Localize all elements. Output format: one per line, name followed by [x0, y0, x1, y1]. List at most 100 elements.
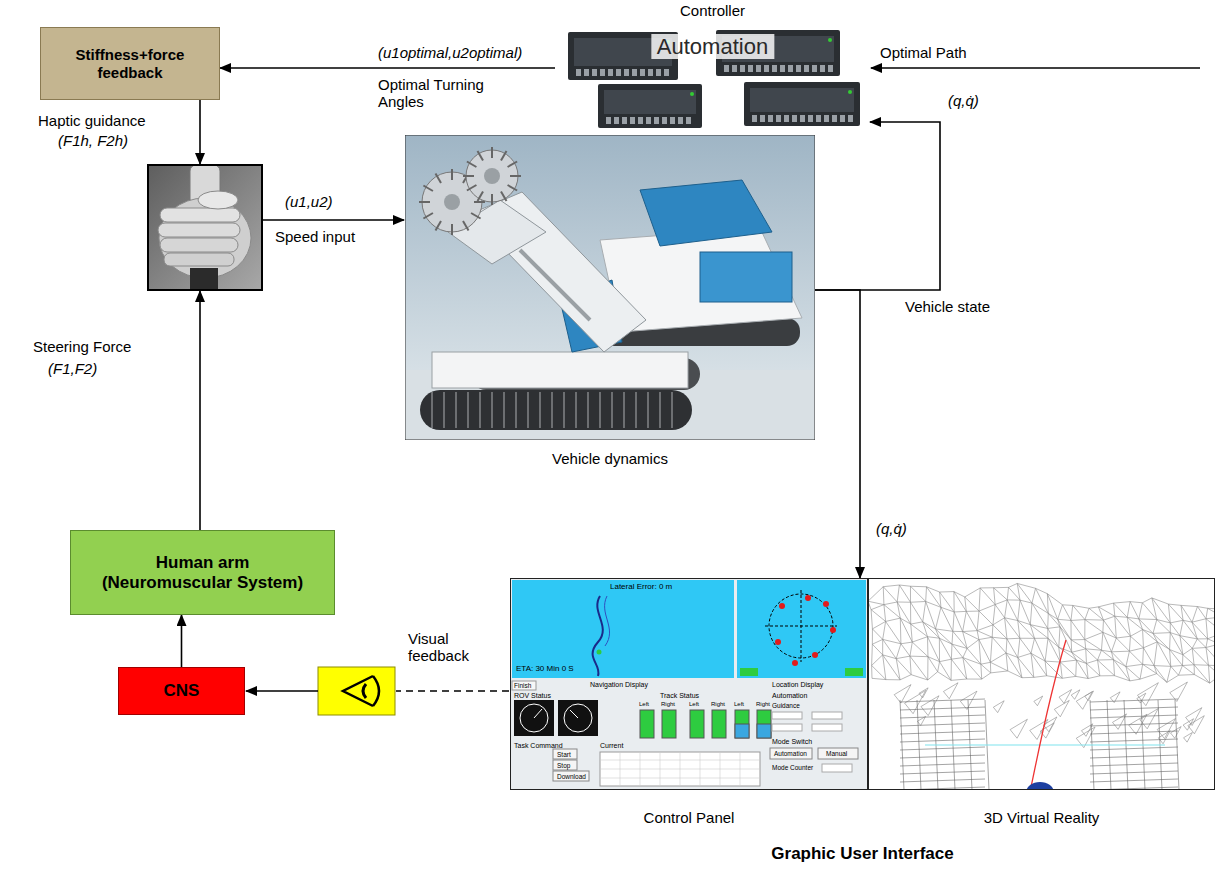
control-panel-screenshot-part: [845, 668, 863, 676]
plc-picture-part: [804, 65, 809, 72]
virtual-reality-screenshot-part-part: [980, 587, 993, 588]
control-panel-screenshot-part: [812, 724, 842, 731]
virtual-reality-screenshot-part-part: [940, 592, 941, 607]
virtual-reality-screenshot-part-part: [917, 716, 925, 725]
virtual-reality-screenshot-part-part: [965, 588, 980, 597]
virtual-reality-screenshot-part: [1030, 640, 1066, 790]
vehicle-picture-part-part: [478, 151, 484, 161]
joystick-picture: [148, 165, 262, 290]
eye-symbol-part: [373, 676, 379, 706]
plc-picture-part: [768, 115, 773, 122]
virtual-reality-screenshot-part-part: [981, 662, 991, 664]
virtual-reality-screenshot-part-part: [1076, 676, 1088, 678]
virtual-reality-screenshot-part-part: [1139, 603, 1143, 619]
virtual-reality-screenshot-part-part: [992, 637, 1007, 639]
virtual-reality-screenshot-part-part: [1018, 621, 1020, 639]
virtual-reality-screenshot-part-part: [1098, 659, 1114, 660]
virtual-reality-screenshot-part-part: [900, 618, 912, 642]
virtual-reality-screenshot-part-part: [1154, 666, 1157, 674]
virtual-reality-screenshot-part-part: [1171, 666, 1179, 675]
signal-name: (u1optimal,u2optimal): [378, 44, 522, 61]
control-panel-screenshot-part-part: [640, 710, 654, 738]
virtual-reality-screenshot-part-part: [1192, 648, 1194, 664]
virtual-reality-screenshot-part-part: [1129, 648, 1143, 651]
virtual-reality-screenshot-part-part: [871, 605, 884, 610]
virtual-reality-screenshot-part-part: [980, 588, 995, 605]
joystick-picture-part: [148, 165, 262, 290]
virtual-reality-screenshot-part-part: [868, 601, 884, 604]
edge-label: Vehicle state: [905, 298, 990, 315]
vehicle-picture-part-part: [451, 169, 453, 180]
plc-picture-part: [744, 82, 860, 126]
plc-picture-part: [670, 117, 675, 124]
virtual-reality-screenshot-part-part: [928, 637, 940, 662]
screen-text: Current: [600, 742, 623, 750]
virtual-reality-screenshot-part-part: [901, 642, 912, 644]
virtual-reality-screenshot-part-part: [1098, 607, 1103, 620]
screen-text: Automation: [772, 692, 807, 700]
virtual-reality-screenshot-part-part: [905, 690, 926, 713]
virtual-reality-screenshot-part-part: [990, 662, 991, 673]
virtual-reality-screenshot-part-part: [912, 642, 928, 657]
plc-picture-part: [598, 84, 702, 128]
virtual-reality-screenshot-part-part: [1142, 598, 1151, 603]
virtual-reality-screenshot-part-part: [995, 605, 1004, 618]
virtual-reality-screenshot-part-part: [1048, 627, 1060, 629]
virtual-reality-screenshot-part-part: [900, 771, 985, 774]
virtual-reality-screenshot-part-part: [1032, 603, 1048, 628]
virtual-reality-screenshot-part-part: [883, 587, 885, 605]
screen-button-text: Finish: [514, 682, 531, 689]
plc-picture-part: [606, 117, 611, 124]
plc-picture-part: [662, 117, 667, 124]
screen-button-text: Start: [557, 751, 571, 758]
plc-picture-part: [604, 90, 696, 114]
screen-text: Left: [689, 701, 699, 708]
virtual-reality-screenshot-part-part: [1101, 632, 1102, 650]
virtual-reality-screenshot-part-part: [1086, 663, 1099, 675]
virtual-reality-screenshot-part-part: [1143, 630, 1153, 634]
screen-text: Left: [639, 701, 649, 708]
vehicle-picture-part-part: [444, 194, 460, 210]
plc-picture-part: [656, 69, 661, 76]
joystick-picture-part: [164, 253, 234, 266]
screen-button-text: Manual: [826, 750, 847, 757]
plc-picture-part: [848, 90, 852, 94]
virtual-reality-screenshot-part-part: [977, 611, 979, 631]
virtual-reality-screenshot-part-part: [1208, 633, 1215, 639]
plc-picture-part: [732, 65, 737, 72]
virtual-reality-screenshot-part-part: [1085, 691, 1094, 701]
virtual-reality-screenshot-part-part: [1192, 607, 1197, 623]
vehicle-picture-part-part: [551, 392, 553, 428]
virtual-reality-screenshot-part-part: [882, 639, 883, 654]
virtual-reality-screenshot-part-part: [953, 631, 967, 648]
virtual-reality-screenshot-part-part: [912, 637, 927, 642]
signal-label: Visual feedback: [408, 630, 480, 665]
virtual-reality-screenshot-part-part: [1062, 676, 1076, 678]
cns-box: CNS: [118, 667, 245, 715]
virtual-reality-screenshot-part-part: [994, 587, 1009, 588]
virtual-reality-screenshot-part-part: [1206, 619, 1215, 633]
virtual-reality-screenshot-part-part: [1086, 649, 1102, 650]
virtual-reality-screenshot-part-part: [1140, 674, 1157, 679]
screen-text: Guidance: [772, 702, 800, 709]
virtual-reality-screenshot-part-part: [979, 611, 993, 625]
virtual-reality-screenshot-part-part: [1085, 619, 1104, 621]
virtual-reality-screenshot-part-part: [868, 587, 883, 602]
vehicle-picture-part-part: [431, 392, 433, 428]
plc-picture-part: [724, 65, 729, 72]
vehicle-picture-part-part: [527, 392, 529, 428]
virtual-reality-screenshot-part-part: [1071, 640, 1073, 652]
virtual-reality-screenshot-part-part: [1020, 638, 1031, 653]
virtual-reality-screenshot-part-part: [979, 605, 995, 612]
virtual-reality-screenshot-part-part: [883, 585, 899, 587]
virtual-reality-screenshot-part-part: [900, 715, 985, 718]
plc-picture-part: [592, 69, 597, 76]
virtual-reality-screenshot-part-part: [1007, 587, 1008, 600]
virtual-reality-screenshot-part-part: [1197, 638, 1207, 639]
virtual-reality-screenshot-part-part: [1130, 602, 1139, 619]
virtual-reality-screenshot-part-part: [1168, 604, 1183, 620]
control-panel-screenshot-part: [801, 590, 802, 662]
virtual-reality-screenshot-part-part: [1090, 715, 1178, 718]
virtual-reality-screenshot-part-part: [1007, 639, 1018, 658]
virtual-reality-screenshot-part-part: [1171, 727, 1182, 739]
